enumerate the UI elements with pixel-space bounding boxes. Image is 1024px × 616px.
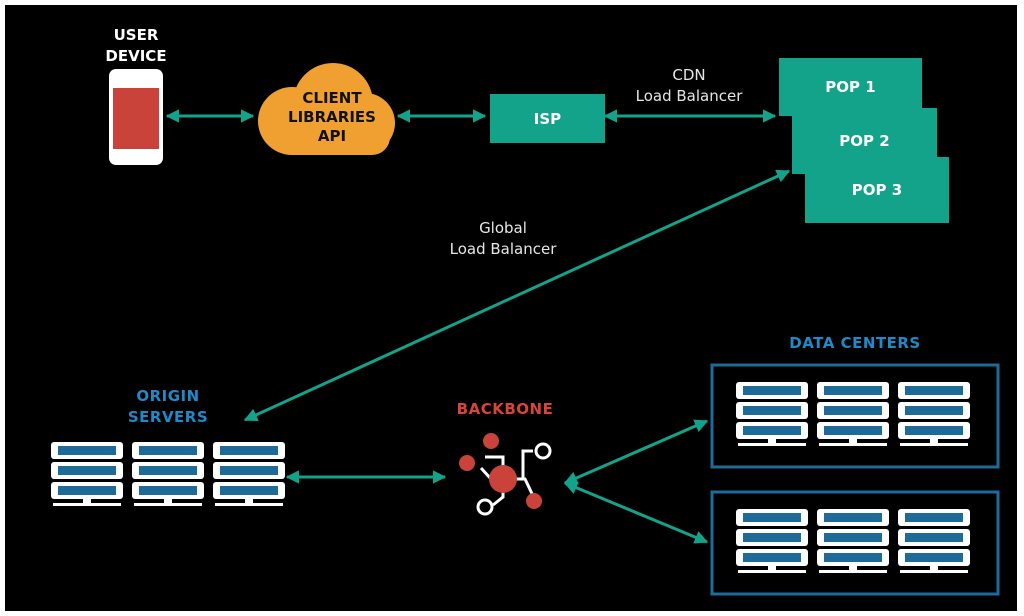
global-line1: Global	[479, 219, 527, 237]
isp-label: ISP	[533, 109, 562, 128]
origin-servers-icon	[51, 442, 285, 506]
origin-line2: SERVERS	[127, 408, 209, 426]
client-line2: LIBRARIES	[288, 108, 376, 126]
data-centers-text: DATA CENTERS	[789, 334, 921, 352]
cdn-line2: Load Balancer	[635, 87, 743, 105]
cloud-icon	[258, 63, 395, 155]
backbone-label: BACKBONE	[445, 399, 565, 420]
arrow-backbone-dc2	[563, 481, 709, 544]
diagram-canvas: USER DEVICE CLIENT LIBRARIES API ISP CDN…	[5, 5, 1017, 611]
user-device-line1: USER	[113, 26, 159, 44]
phone-icon	[109, 69, 163, 165]
diagram-graphics	[5, 63, 1000, 596]
cdn-line1: CDN	[672, 66, 706, 84]
global-load-balancer-label: Global Load Balancer	[433, 218, 573, 260]
isp-box: ISP	[490, 94, 605, 143]
pop-3-box: POP 3	[805, 157, 949, 223]
user-device-line2: DEVICE	[105, 47, 167, 65]
client-libraries-label: CLIENT LIBRARIES API	[277, 89, 387, 146]
origin-servers-label: ORIGIN SERVERS	[113, 386, 223, 428]
arrow-backbone-dc1	[563, 419, 709, 485]
client-line1: CLIENT	[302, 89, 362, 107]
arrow-global-lb	[243, 169, 791, 422]
pop-2-label: POP 2	[839, 132, 890, 150]
pop-1-label: POP 1	[825, 78, 876, 96]
pop-3-label: POP 3	[851, 181, 903, 199]
data-center-2	[710, 490, 1000, 596]
backbone-text: BACKBONE	[456, 400, 554, 418]
data-center-1	[710, 363, 1000, 469]
pop-1-box: POP 1	[779, 58, 922, 116]
origin-line1: ORIGIN	[136, 387, 200, 405]
cdn-load-balancer-label: CDN Load Balancer	[619, 65, 759, 107]
backbone-network-icon	[459, 433, 552, 516]
user-device-label: USER DEVICE	[91, 25, 181, 67]
data-centers-label: DATA CENTERS	[775, 333, 935, 354]
client-line3: API	[317, 127, 347, 145]
global-line2: Load Balancer	[449, 240, 557, 258]
